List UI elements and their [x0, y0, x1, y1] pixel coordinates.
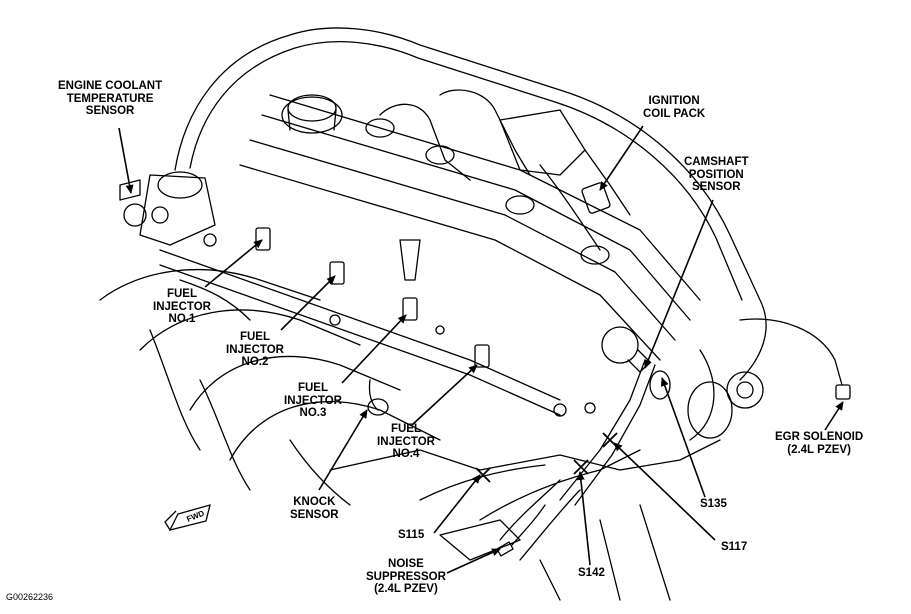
s115-arrow	[433, 474, 481, 534]
label-s115: S115	[398, 529, 425, 541]
coil-arrow	[599, 125, 644, 191]
knock-arrow	[318, 409, 368, 491]
splice-s142-mark	[573, 459, 589, 475]
label-s142: S142	[578, 567, 605, 579]
inj2-arrow	[280, 275, 336, 331]
leader-arrows	[118, 125, 844, 574]
label-s135: S135	[700, 498, 727, 510]
engine-line-art	[99, 27, 851, 601]
cam-arrow	[644, 199, 714, 369]
fwd-arrow-icon: FWD	[164, 504, 211, 531]
s117-arrow	[613, 442, 716, 541]
inj1-arrow	[204, 239, 263, 288]
inj4-arrow	[411, 364, 478, 426]
s135-arrow	[660, 377, 706, 498]
label-s117: S117	[721, 541, 748, 553]
inj3-arrow	[341, 314, 407, 384]
label-egr-solenoid: EGR SOLENOID(2.4L PZEV)	[775, 431, 864, 456]
s142-arrow	[576, 471, 591, 566]
ect-arrow	[118, 127, 134, 194]
noise-arrow	[446, 548, 501, 574]
figure-id: G00262236	[6, 592, 54, 602]
egr-arrow	[824, 401, 844, 431]
